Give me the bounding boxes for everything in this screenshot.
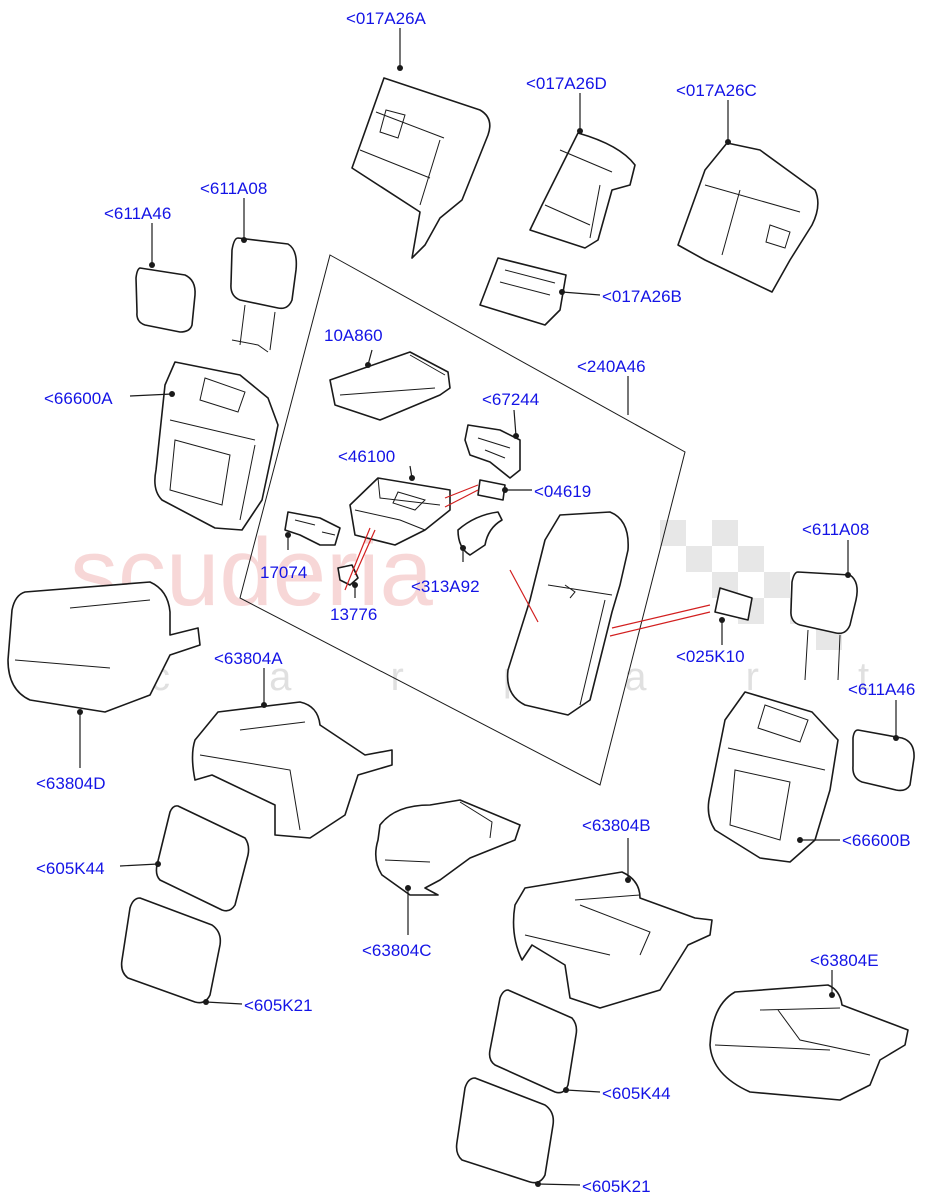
label-611a46-right[interactable]: <611A46	[848, 680, 915, 699]
seat-back-cover-017a26d[interactable]	[529, 132, 636, 249]
storage-bin-46100[interactable]	[349, 477, 451, 546]
label-605k44-left[interactable]: <605K44	[36, 859, 105, 878]
label-66600b[interactable]: <66600B	[842, 831, 911, 850]
panel-605k21-left[interactable]	[120, 897, 222, 1004]
label-611a08-left[interactable]: <611A08	[200, 179, 267, 198]
headrest-611a08-right[interactable]	[790, 571, 858, 681]
label-611a08-right[interactable]: <611A08	[802, 520, 869, 539]
headrest-cover-611a46-right[interactable]	[852, 729, 915, 792]
label-63804a[interactable]: <63804A	[214, 649, 283, 668]
panel-605k44-left[interactable]	[155, 805, 250, 912]
label-04619[interactable]: <04619	[534, 482, 591, 501]
seat-cushion-63804d[interactable]	[7, 581, 201, 713]
label-67244[interactable]: <67244	[482, 390, 539, 409]
seat-back-66600a[interactable]	[154, 361, 279, 531]
label-46100[interactable]: <46100	[338, 447, 395, 466]
leader-lines	[77, 28, 899, 1187]
label-17074[interactable]: 17074	[260, 563, 307, 582]
label-605k21-left[interactable]: <605K21	[244, 996, 313, 1015]
armrest-assembly-frame	[239, 254, 686, 786]
label-025k10[interactable]: <025K10	[676, 647, 745, 666]
seat-back-cover-017a26c[interactable]	[677, 142, 819, 293]
part-labels: <017A26A <017A26D <017A26C <017A26B <611…	[36, 9, 915, 1196]
label-017a26d[interactable]: <017A26D	[526, 74, 607, 93]
headrest-cover-611a46-left[interactable]	[135, 267, 196, 333]
seat-back-240a46[interactable]	[506, 511, 629, 716]
label-10a860[interactable]: 10A860	[324, 326, 383, 345]
bracket-67244[interactable]	[464, 424, 521, 479]
label-240a46[interactable]: <240A46	[577, 357, 646, 376]
latch-17074[interactable]	[284, 511, 341, 546]
label-63804b[interactable]: <63804B	[582, 816, 651, 835]
label-611a46-left[interactable]: <611A46	[104, 204, 171, 223]
seat-cushion-63804a[interactable]	[191, 701, 393, 839]
label-605k44-right[interactable]: <605K44	[602, 1084, 671, 1103]
label-605k21-right[interactable]: <605K21	[582, 1177, 651, 1196]
connector-lines	[344, 484, 711, 637]
label-017a26c[interactable]: <017A26C	[676, 81, 757, 100]
seat-cushion-63804b[interactable]	[512, 871, 713, 1009]
seat-back-panel-017a26b[interactable]	[479, 257, 567, 326]
armrest-lid-10a860[interactable]	[329, 351, 451, 421]
label-13776[interactable]: 13776	[330, 605, 377, 624]
switch-04619[interactable]	[477, 479, 506, 501]
headrest-611a08-left[interactable]	[230, 237, 298, 353]
label-313a92[interactable]: <313A92	[411, 577, 480, 596]
armrest-cushion-63804c[interactable]	[374, 799, 521, 896]
seat-back-66600b[interactable]	[707, 691, 839, 863]
label-66600a[interactable]: <66600A	[44, 389, 113, 408]
control-025k10[interactable]	[714, 587, 753, 621]
label-017a26a[interactable]: <017A26A	[346, 9, 427, 28]
label-63804d[interactable]: <63804D	[36, 774, 105, 793]
seat-back-cover-017a26a[interactable]	[351, 77, 491, 259]
label-63804e[interactable]: <63804E	[810, 951, 879, 970]
label-017a26b[interactable]: <017A26B	[602, 287, 682, 306]
label-63804c[interactable]: <63804C	[362, 941, 431, 960]
seat-cushion-63804e[interactable]	[709, 984, 909, 1101]
panel-605k44-right[interactable]	[488, 989, 578, 1094]
panel-605k21-right[interactable]	[455, 1077, 555, 1184]
